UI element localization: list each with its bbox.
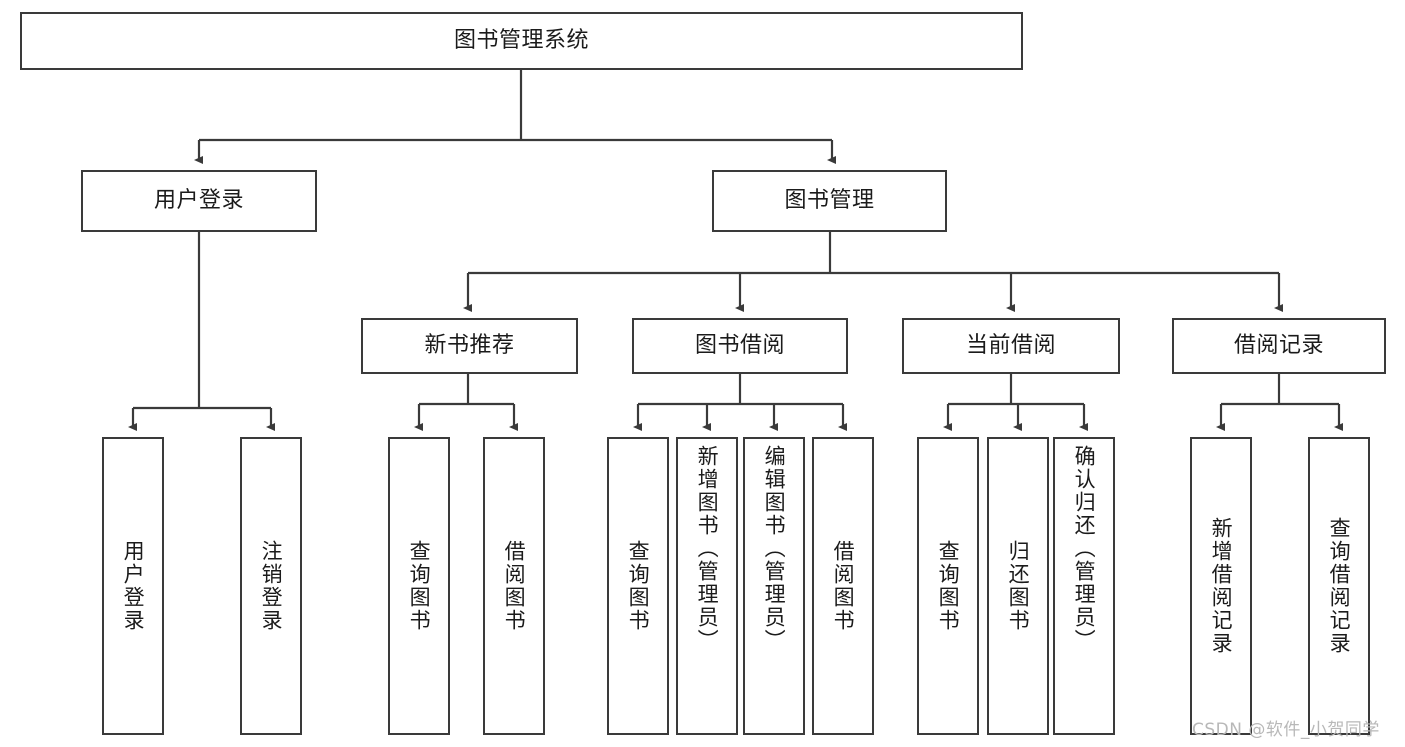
node-user-login[interactable]: 用户登录 [81,170,317,232]
node-book-manage-label: 图书管理 [784,187,875,213]
node-root[interactable]: 图书管理系统 [20,12,1023,70]
node-borrow-record[interactable]: 借阅记录 [1172,318,1386,374]
node-leaf-borrow-book-2-label: 借阅图书 [831,540,856,632]
node-leaf-logout[interactable]: 注销登录 [240,437,302,735]
node-book-borrow-label: 图书借阅 [694,332,785,358]
node-leaf-query-book-2-label: 查询图书 [626,540,651,632]
node-leaf-return-book[interactable]: 归还图书 [987,437,1049,735]
node-current-borrow[interactable]: 当前借阅 [902,318,1120,374]
node-leaf-add-book[interactable]: 新增图书（管理员） [676,437,738,735]
node-leaf-query-book-3[interactable]: 查询图书 [917,437,979,735]
node-leaf-query-record-label: 查询借阅记录 [1327,517,1352,655]
node-leaf-borrow-book-1-label: 借阅图书 [502,540,527,632]
node-leaf-query-book-2[interactable]: 查询图书 [607,437,669,735]
node-leaf-add-book-label: 新增图书（管理员） [695,445,720,652]
node-user-login-label: 用户登录 [153,187,244,213]
csdn-watermark: CSDN @软件_小贺同学 [1192,720,1380,740]
node-leaf-query-book-1-label: 查询图书 [407,540,432,632]
node-leaf-logout-label: 注销登录 [259,540,284,632]
node-book-borrow[interactable]: 图书借阅 [632,318,848,374]
node-root-label: 图书管理系统 [453,27,589,53]
node-leaf-query-book-3-label: 查询图书 [936,540,961,632]
node-leaf-user-login-label: 用户登录 [121,540,146,632]
node-leaf-confirm-return-label: 确认归还（管理员） [1072,445,1097,652]
node-book-manage[interactable]: 图书管理 [712,170,947,232]
node-leaf-borrow-book-2[interactable]: 借阅图书 [812,437,874,735]
node-leaf-user-login[interactable]: 用户登录 [102,437,164,735]
node-current-borrow-label: 当前借阅 [965,332,1056,358]
node-leaf-add-record[interactable]: 新增借阅记录 [1190,437,1252,735]
node-leaf-borrow-book-1[interactable]: 借阅图书 [483,437,545,735]
node-leaf-query-book-1[interactable]: 查询图书 [388,437,450,735]
node-leaf-query-record[interactable]: 查询借阅记录 [1308,437,1370,735]
node-leaf-return-book-label: 归还图书 [1006,540,1031,632]
node-leaf-edit-book-label: 编辑图书（管理员） [762,445,787,652]
node-leaf-confirm-return[interactable]: 确认归还（管理员） [1053,437,1115,735]
node-leaf-edit-book[interactable]: 编辑图书（管理员） [743,437,805,735]
node-new-book-rec-label: 新书推荐 [424,332,515,358]
node-borrow-record-label: 借阅记录 [1233,332,1324,358]
node-new-book-rec[interactable]: 新书推荐 [361,318,578,374]
node-leaf-add-record-label: 新增借阅记录 [1209,517,1234,655]
